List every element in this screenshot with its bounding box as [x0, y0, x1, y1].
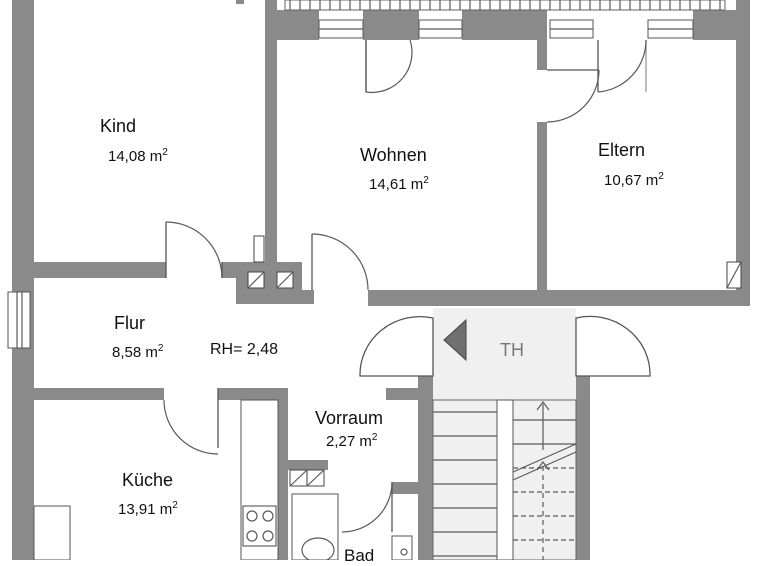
- wall-flur-kueche: [218, 388, 278, 400]
- room-area-eltern: 10,67 m2: [604, 171, 664, 189]
- room-name-flur: Flur: [114, 313, 145, 333]
- room-area-flur: 8,58 m2: [112, 343, 164, 361]
- outer-wall-left: [12, 0, 34, 560]
- wall-wohnen-bottom: [368, 290, 750, 306]
- kitchen-counter: [33, 399, 279, 560]
- wall-stub: [236, 0, 244, 4]
- door-kueche: [163, 388, 219, 455]
- door-bad: [341, 481, 393, 533]
- top-wall-segment: [363, 10, 419, 40]
- wall-vorraum-bad: [288, 460, 328, 470]
- wall-wohnen-bottom: [302, 290, 314, 304]
- wall-wohnen-eltern: [537, 40, 547, 70]
- wall-flur-vorraum: [386, 388, 418, 400]
- room-name-bad: Bad: [344, 546, 375, 565]
- room-name-kueche: Küche: [122, 470, 174, 490]
- outer-wall-right: [736, 0, 750, 290]
- wall-kind-flur: [34, 262, 166, 278]
- entrance-arrow-icon: [443, 318, 467, 362]
- top-wall-segment: [462, 10, 547, 40]
- top-wall-segment: [693, 10, 736, 40]
- door-balcony: [597, 39, 647, 93]
- room-height-label: RH= 2,48: [210, 341, 279, 358]
- bath-fixtures: [291, 493, 413, 560]
- room-name-wohnen: Wohnen: [360, 145, 427, 165]
- balcony-hatching: [289, 0, 721, 10]
- window-flur: [7, 291, 31, 349]
- door-entrance: [359, 315, 651, 377]
- room-area-vorraum: 2,27 m2: [326, 432, 378, 450]
- wall-kueche-vorraum: [278, 388, 288, 560]
- stairwell-wall-right: [576, 376, 590, 560]
- room-name-kind: Kind: [100, 116, 137, 136]
- wall-wohnen-eltern: [537, 122, 547, 290]
- room-name-eltern: Eltern: [598, 140, 646, 160]
- door-wohnen-window: [365, 39, 413, 94]
- wall-kind-wohnen: [265, 0, 277, 290]
- room-area-wohnen: 14,61 m2: [369, 175, 429, 193]
- room-area-kind: 14,08 m2: [108, 147, 168, 165]
- wall-vorraum-bad: [392, 482, 418, 494]
- stairs: [432, 399, 577, 560]
- room-area-kueche: 13,91 m2: [118, 500, 178, 518]
- door-wohnen-flur: [311, 233, 369, 291]
- door-eltern: [546, 69, 600, 123]
- shaft-ducts: [247, 235, 294, 289]
- wall-flur-kueche: [34, 388, 164, 400]
- room-name-vorraum: Vorraum: [315, 408, 384, 428]
- top-windows: [318, 19, 694, 39]
- door-kind: [165, 221, 223, 279]
- balcony-rail: [284, 0, 726, 11]
- stairwell-wall-left: [418, 376, 433, 560]
- stairwell-label: TH: [500, 340, 524, 360]
